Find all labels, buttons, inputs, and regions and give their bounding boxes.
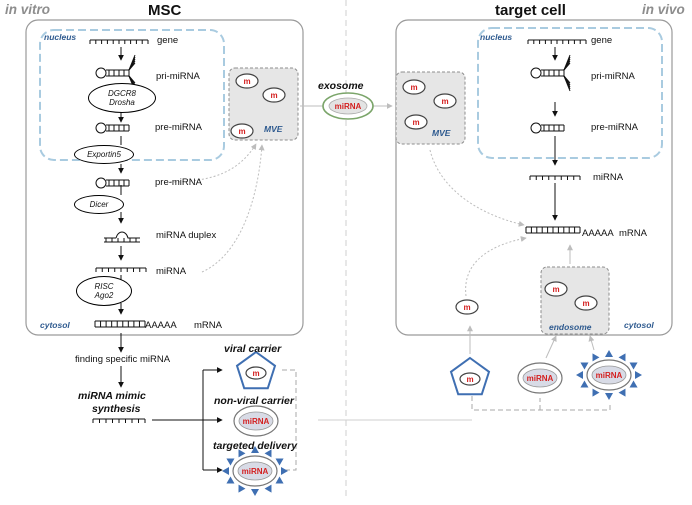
t-mrna-duplex [525,226,581,234]
invivo-targeted-bubble-text: miRNA [596,371,623,380]
arrow-nonviral-to-endosome [545,335,557,359]
msc-poly-a-label: AAAAA [145,320,177,331]
msc-cytosol-label: cytosol [40,320,70,330]
exosome-label: exosome [318,80,364,92]
msc-title: MSC [148,2,182,19]
t-mirna-strand [529,175,581,180]
target-gene-label: gene [591,35,613,46]
target-nucleus-label: nucleus [480,32,513,42]
invivo-nonviral-bubble: miRNA [517,362,563,394]
invivo-nonviral-bubble-text: miRNA [527,374,554,383]
t-pri-mirna-hairpin [530,54,571,92]
msc-mve-vesicle-3-marker: m [238,127,245,136]
nonviral-carrier-bubble-text: miRNA [243,417,270,426]
dotted-pre-to-mve [169,143,257,183]
msc-nucleus [39,29,225,161]
target-mve-vesicle-2: m [433,93,457,109]
t-gene-dna [527,39,587,44]
endosome-vesicle-2-marker: m [582,299,589,308]
viral-carrier-pentagon-vesicle-marker: m [252,369,259,378]
target-mve-vesicle-1: m [402,79,426,95]
invivo-targeted-bubble: miRNA [576,350,642,400]
arrow-targeted-to-endosome [588,335,595,351]
msc-pre-mirna-hairpin [95,122,130,134]
msc-mirna-label: miRNA [156,266,187,277]
target-poly-a-label: AAAAA [582,228,614,239]
targeted-delivery-label: targeted delivery [213,440,298,452]
target-mve-vesicle-1-marker: m [410,83,417,92]
target-free-vesicle: m [455,299,479,315]
nonviral-carrier-bubble: miRNA [233,405,279,437]
target-free-vesicle-marker: m [463,303,470,312]
dashed-connector-invivo [471,396,611,411]
endosome-label: endosome [549,322,592,332]
endosome-vesicle-1: m [544,281,568,297]
dgcr8-label: DGCR8 [107,89,136,98]
msc-pri-mirna-hairpin [95,54,136,92]
mimic-strand [92,418,146,423]
dicer-label: Dicer [89,200,109,209]
target-cytosol-label: cytosol [624,320,654,330]
targeted-carrier-bubble: miRNA [222,446,288,496]
target-mve-vesicle-3-marker: m [412,118,419,127]
msc-mrna-label: mRNA [194,320,222,331]
target-mirna-label: miRNA [593,172,624,183]
dotted-vesicle-to-mrna [465,236,527,297]
target-mve-vesicle-2-marker: m [441,97,448,106]
invivo-viral-pentagon-vesicle: m [459,372,481,386]
exosome-vesicle: miRNA [322,92,374,120]
in-vitro-label: in vitro [5,2,51,17]
exportin5-ellipse: Exportin5 [74,145,134,164]
msc-pri-mirna-label: pri-miRNA [156,71,200,82]
invivo-viral-pentagon-vesicle-marker: m [466,375,473,384]
mimic-line1: miRNA mimic [78,390,146,402]
dotted-mve-to-mrna [429,149,525,227]
target-mve-vesicle-3: m [404,114,428,130]
msc-pre-mirna-nuclear-label: pre-miRNA [155,122,202,133]
exportin5-label: Exportin5 [87,150,121,159]
ago2-label: Ago2 [94,291,114,300]
msc-pre-mirna-cyto-label: pre-miRNA [155,177,202,188]
msc-mve-vesicle-2: m [262,87,286,103]
endosome-vesicle-1-marker: m [552,285,559,294]
msc-mve-vesicle-1-marker: m [243,77,250,86]
msc-pre-mirna-cyto-hairpin [95,177,130,189]
msc-mve-vesicle-3: m [230,123,254,139]
mimic-line2: synthesis [92,403,141,415]
non-viral-carrier-label: non-viral carrier [214,395,294,407]
msc-mve-vesicle-1: m [235,73,259,89]
risc-label: RISC [94,282,114,291]
exosome-content: miRNA [335,102,362,111]
dashed-connector-right [282,369,297,471]
dicer-ellipse: Dicer [74,195,124,214]
msc-duplex-label: miRNA duplex [156,230,217,241]
target-mve-label: MVE [432,128,451,138]
msc-mve-vesicle-2-marker: m [270,91,277,100]
viral-carrier-label: viral carrier [224,343,282,355]
msc-mve-label: MVE [264,124,283,134]
msc-gene-label: gene [157,35,179,46]
msc-nucleus-label: nucleus [44,32,77,42]
targeted-carrier-bubble-text: miRNA [242,467,269,476]
target-cell [395,19,673,336]
msc-mrna-duplex [94,320,146,328]
target-pri-mirna-label: pri-miRNA [591,71,635,82]
viral-carrier-pentagon-vesicle: m [245,366,267,380]
target-nucleus [477,27,663,159]
msc-gene-dna [89,39,149,44]
msc-duplex-shape [104,231,140,243]
endosome-vesicle-2: m [574,295,598,311]
target-pre-mirna-label: pre-miRNA [591,122,638,133]
target-mrna-label: mRNA [619,228,647,239]
msc-mirna-strand [95,267,147,272]
drosha-label: Drosha [109,98,135,107]
t-pre-mirna-hairpin [530,122,565,134]
in-vivo-label: in vivo [642,2,685,17]
target-cell-title: target cell [495,2,566,19]
finding-mirna-label: finding specific miRNA [75,354,171,365]
